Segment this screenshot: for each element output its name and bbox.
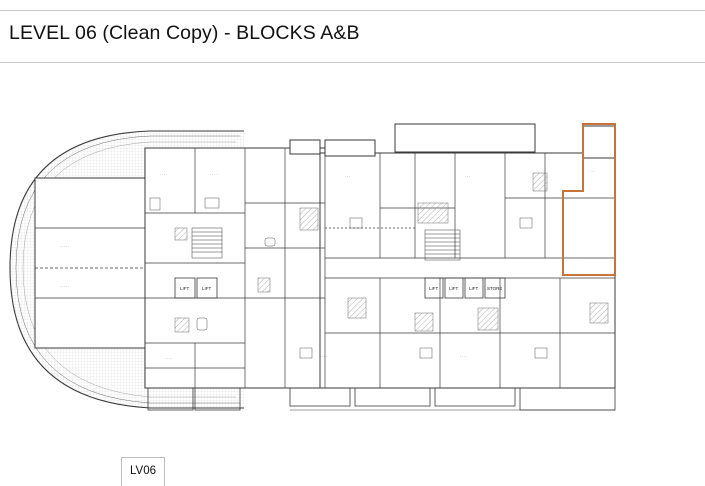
- lift-label: LIFT: [202, 286, 212, 291]
- lift-label: LIFT: [180, 286, 190, 291]
- highlighted-unit: [562, 123, 616, 276]
- title-divider: [0, 62, 705, 63]
- room-label: · · · ·: [460, 355, 467, 359]
- room-label: · · ·: [345, 175, 350, 179]
- room-label: · · · ·: [210, 173, 217, 177]
- lift-label: LIFT: [429, 286, 439, 291]
- room-label: · · · ·: [160, 173, 167, 177]
- lift-label: LIFT: [469, 286, 479, 291]
- room-label: · · · ·: [320, 355, 327, 359]
- room-label: · · · · ·: [60, 245, 69, 249]
- room-label: · · ·: [465, 175, 470, 179]
- floor-plan-drawing: LIFT LIFT LIFT LIFT LIFT STORE: [9, 123, 616, 411]
- interior-walls: [35, 148, 615, 388]
- room-label: · · ·: [590, 170, 595, 174]
- lift-core-a: LIFT LIFT: [174, 277, 218, 299]
- fixtures: [149, 197, 548, 359]
- room-label: · · · · ·: [60, 285, 69, 289]
- lift-core-b: LIFT LIFT LIFT STORE: [424, 277, 506, 299]
- stairs: [191, 227, 461, 261]
- balconies: [147, 387, 616, 411]
- hatched-shafts: [174, 172, 609, 333]
- store-label: STORE: [487, 286, 502, 291]
- page-title: LEVEL 06 (Clean Copy) - BLOCKS A&B: [9, 22, 360, 44]
- level-code-tab: LV06: [121, 457, 165, 486]
- floor-plan: LIFT LIFT LIFT LIFT LIFT STORE: [0, 118, 625, 418]
- room-labels: · · · · · · · · · · · · · · · · · · · · …: [60, 170, 595, 361]
- room-label: · · · ·: [165, 357, 172, 361]
- lift-label: LIFT: [449, 286, 459, 291]
- top-divider: [0, 10, 705, 11]
